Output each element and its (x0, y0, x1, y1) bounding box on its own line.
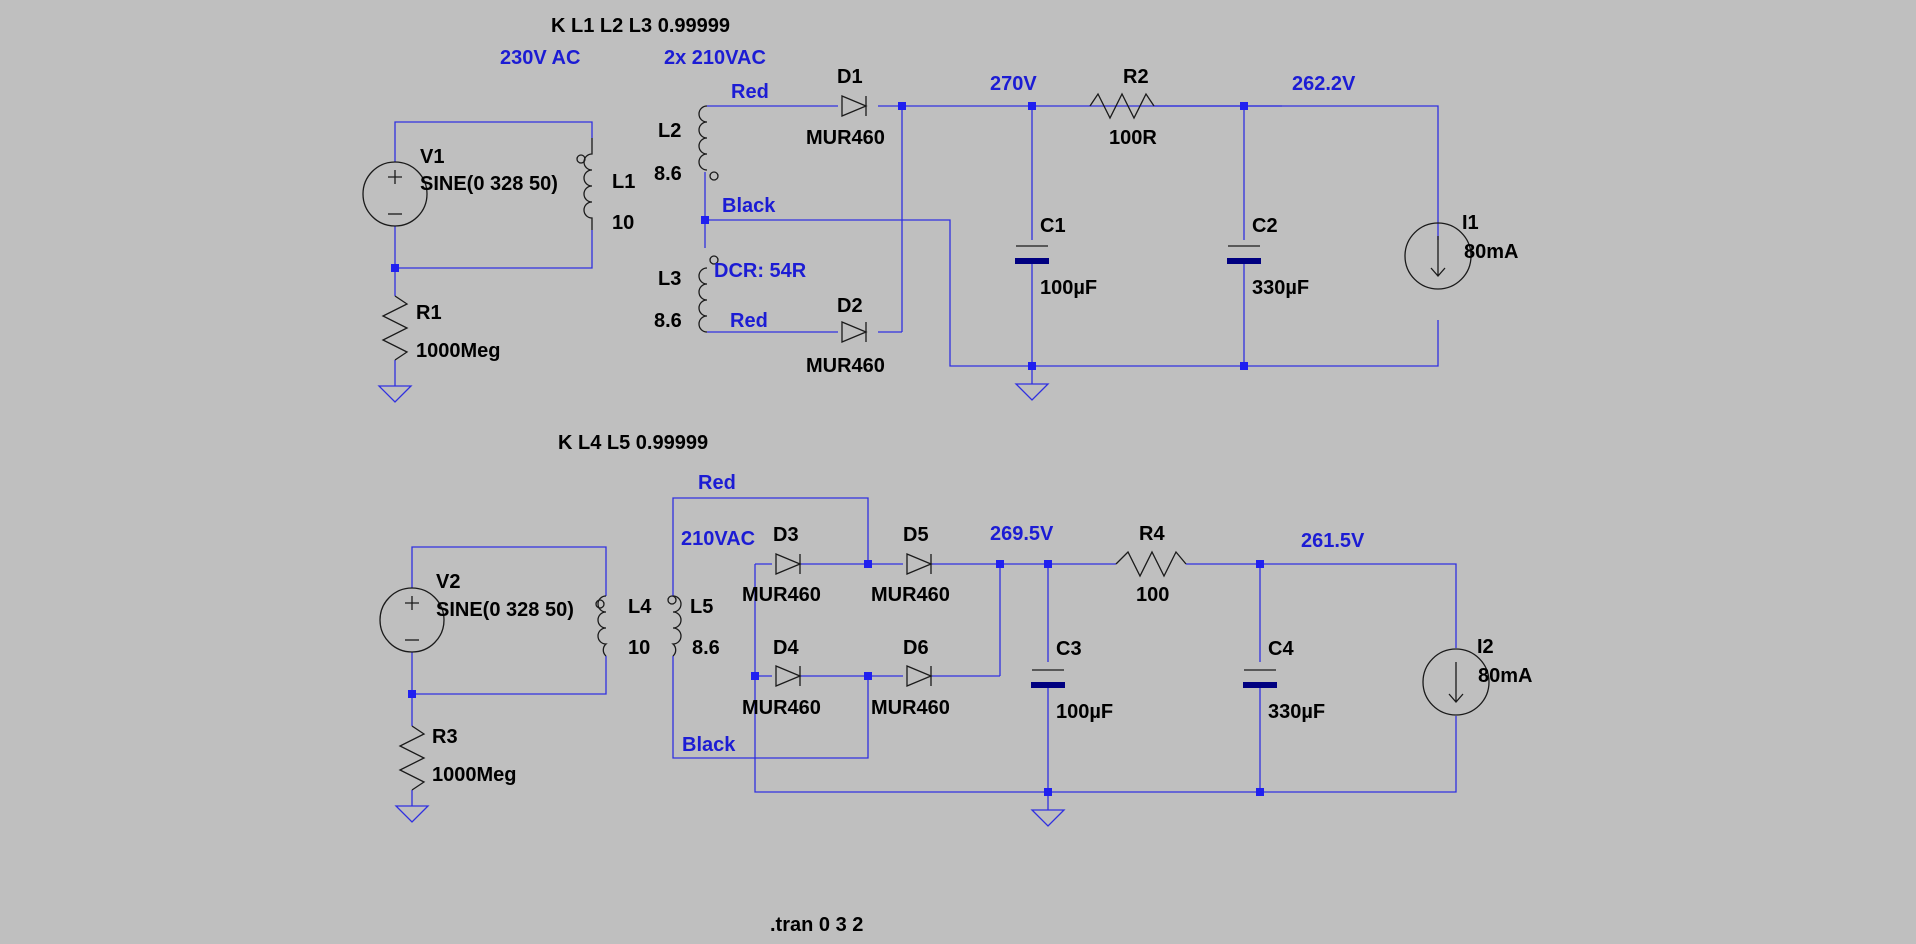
l5-inductor[interactable]: L5 8.6 (667, 595, 720, 659)
bottom-circuit: V2 SINE(0 328 50) L4 10 L5 8.6 R3 1000Me… (379, 432, 1532, 827)
r2-value: 100R (1109, 127, 1157, 149)
d3-diode[interactable]: D3 MUR460 (742, 524, 821, 606)
r1-resistor[interactable]: R1 1000Meg (381, 295, 501, 362)
l1-value: 10 (612, 212, 634, 234)
l5-name: L5 (690, 596, 713, 618)
r3-name: R3 (432, 726, 458, 748)
r1-name: R1 (416, 302, 442, 324)
v2-source[interactable]: V2 SINE(0 328 50) (379, 571, 574, 653)
c1-value: 100µF (1040, 277, 1097, 299)
l4-value: 10 (628, 637, 650, 659)
r3-value: 1000Meg (432, 764, 517, 786)
net-label-dcr: DCR: 54R (714, 260, 807, 282)
ground-top (1014, 383, 1050, 401)
c1-name: C1 (1040, 215, 1066, 237)
net-label-black-l5: Black (682, 734, 736, 756)
net-label-262-2v: 262.2V (1292, 73, 1356, 95)
d5-value: MUR460 (871, 584, 950, 606)
r2-resistor[interactable]: R2 100R (1089, 66, 1157, 149)
d4-name: D4 (773, 637, 799, 659)
net-label-210vac: 210VAC (681, 528, 755, 550)
top-circuit: V1 SINE(0 328 50) L1 10 R1 1000Meg L2 8.… (362, 15, 1518, 403)
l3-name: L3 (658, 268, 681, 290)
coupling-directive-top: K L1 L2 L3 0.99999 (551, 15, 730, 37)
c2-capacitor[interactable]: C2 330µF (1227, 215, 1309, 299)
top-junctions (391, 102, 1248, 370)
l3-inductor[interactable]: L3 8.6 (654, 255, 719, 333)
c4-capacitor[interactable]: C4 330µF (1243, 638, 1325, 723)
v2-value: SINE(0 328 50) (436, 599, 574, 621)
r2-name: R2 (1123, 66, 1149, 88)
d1-name: D1 (837, 66, 863, 88)
c2-name: C2 (1252, 215, 1278, 237)
r4-value: 100 (1136, 584, 1169, 606)
r4-name: R4 (1139, 523, 1165, 545)
c1-capacitor[interactable]: C1 100µF (1015, 215, 1097, 299)
ground-bottom (1030, 809, 1066, 827)
i2-current-source[interactable]: I2 80mA (1422, 636, 1532, 716)
l4-inductor[interactable]: L4 10 (595, 595, 652, 659)
l1-name: L1 (612, 171, 635, 193)
l4-name: L4 (628, 596, 652, 618)
tran-directive: .tran 0 3 2 (770, 914, 863, 936)
l3-value: 8.6 (654, 310, 682, 332)
net-label-270v: 270V (990, 73, 1037, 95)
v1-value: SINE(0 328 50) (420, 173, 558, 195)
ground-r3 (394, 805, 430, 823)
v1-name: V1 (420, 146, 444, 168)
d3-value: MUR460 (742, 584, 821, 606)
v2-name: V2 (436, 571, 460, 593)
d5-diode[interactable]: D5 MUR460 (871, 524, 950, 606)
r3-resistor[interactable]: R3 1000Meg (398, 725, 517, 791)
c4-name: C4 (1268, 638, 1294, 660)
d6-value: MUR460 (871, 697, 950, 719)
v1-source[interactable]: V1 SINE(0 328 50) (362, 146, 558, 227)
net-label-red-top: Red (731, 81, 769, 103)
bottom-junctions (408, 560, 1264, 796)
c3-name: C3 (1056, 638, 1082, 660)
d4-diode[interactable]: D4 MUR460 (742, 637, 821, 719)
l2-value: 8.6 (654, 163, 682, 185)
d2-value: MUR460 (806, 355, 885, 377)
net-label-black-top: Black (722, 195, 776, 217)
c3-value: 100µF (1056, 701, 1113, 723)
d1-value: MUR460 (806, 127, 885, 149)
l2-name: L2 (658, 120, 681, 142)
net-label-red-l5: Red (698, 472, 736, 494)
d5-name: D5 (903, 524, 929, 546)
r1-value: 1000Meg (416, 340, 501, 362)
l5-value: 8.6 (692, 637, 720, 659)
d6-name: D6 (903, 637, 929, 659)
i1-value: 80mA (1464, 241, 1518, 263)
bottom-wires (411, 497, 1457, 810)
d3-name: D3 (773, 524, 799, 546)
l1-inductor[interactable]: L1 10 (576, 138, 635, 234)
c4-value: 330µF (1268, 701, 1325, 723)
d6-diode[interactable]: D6 MUR460 (871, 637, 950, 719)
net-label-261-5v: 261.5V (1301, 530, 1365, 552)
l2-inductor[interactable]: L2 8.6 (654, 105, 719, 185)
i2-name: I2 (1477, 636, 1494, 658)
coupling-directive-bottom: K L4 L5 0.99999 (558, 432, 708, 454)
i2-value: 80mA (1478, 665, 1532, 687)
net-label-2x-210vac: 2x 210VAC (664, 47, 766, 69)
net-label-269-5v: 269.5V (990, 523, 1054, 545)
d2-diode[interactable]: D2 MUR460 (806, 295, 885, 377)
top-wires (394, 105, 1439, 386)
net-label-red-bottom: Red (730, 310, 768, 332)
d1-diode[interactable]: D1 MUR460 (806, 66, 885, 149)
c2-value: 330µF (1252, 277, 1309, 299)
r4-resistor[interactable]: R4 100 (1115, 523, 1187, 606)
ground-r1 (377, 385, 413, 403)
net-label-230v-ac: 230V AC (500, 47, 580, 69)
d4-value: MUR460 (742, 697, 821, 719)
i1-current-source[interactable]: I1 80mA (1404, 212, 1518, 290)
i1-name: I1 (1462, 212, 1479, 234)
d2-name: D2 (837, 295, 863, 317)
c3-capacitor[interactable]: C3 100µF (1031, 638, 1113, 723)
